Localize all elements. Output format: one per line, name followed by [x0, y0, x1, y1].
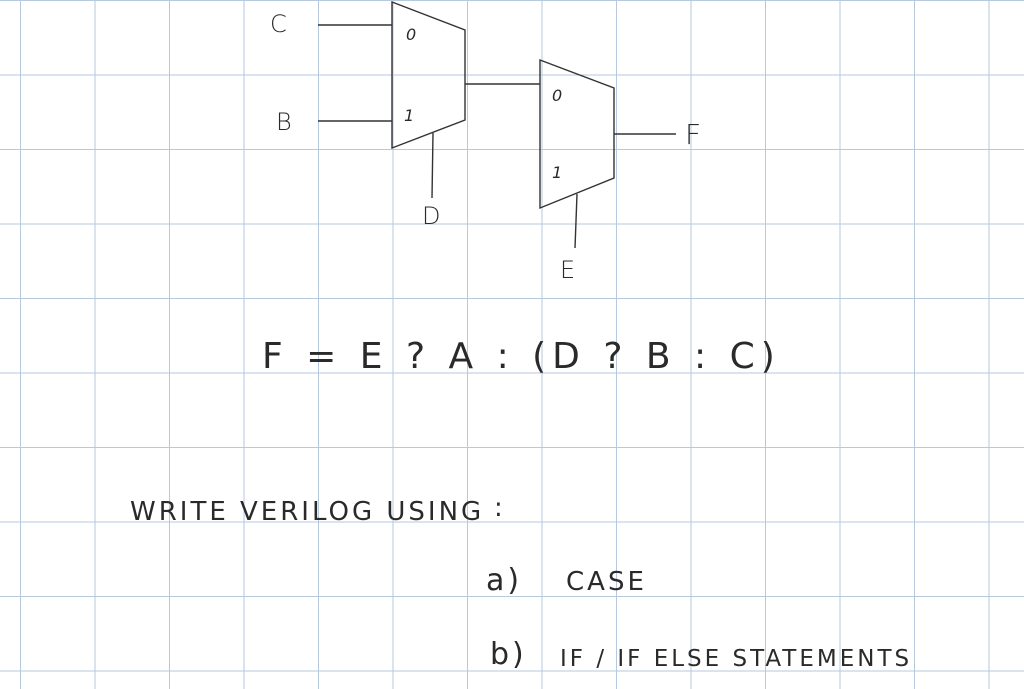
instruction-colon: : — [494, 493, 506, 523]
signal-label-c: C — [270, 10, 287, 38]
instruction-heading: WRITE VERILOG USING — [130, 497, 484, 527]
mux1-port0-label: 0 — [406, 25, 416, 44]
option-b-text: IF / IF ELSE STATEMENTS — [560, 646, 912, 672]
mux-2 — [539, 58, 615, 210]
mux-1 — [391, 0, 466, 150]
mux1-port1-label: 1 — [404, 106, 414, 125]
mux2-port1-label: 1 — [552, 163, 562, 182]
signal-label-e: E — [560, 256, 575, 284]
wire-e-select — [574, 193, 578, 249]
signal-label-f: F — [685, 118, 701, 151]
option-b-marker: b) — [490, 637, 527, 672]
signal-label-d: D — [422, 202, 440, 230]
signal-label-b: B — [276, 108, 292, 136]
wire-d-select — [431, 132, 434, 199]
mux2-port0-label: 0 — [552, 86, 562, 105]
option-a-marker: a) — [486, 563, 522, 598]
option-a-text: CASE — [566, 567, 647, 597]
equation: F = E ? A : (D ? B : C) — [262, 336, 781, 377]
